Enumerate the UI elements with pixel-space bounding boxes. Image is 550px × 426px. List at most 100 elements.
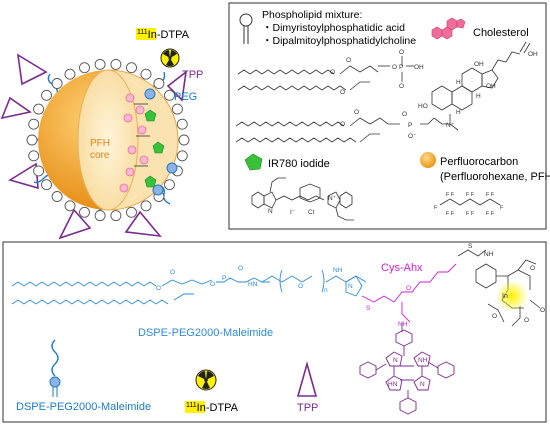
svg-text:N: N [393,357,398,364]
svg-text:P: P [399,64,403,71]
svg-text:F F: F F [446,211,455,217]
svg-text:O: O [340,89,345,96]
svg-text:OH: OH [474,61,484,68]
pfc-droplet-icon [420,152,436,168]
lipid-head [178,134,190,146]
svg-text:O: O [330,69,335,76]
svg-text:O: O [406,285,411,292]
tpp-triangle [16,53,48,86]
phospholipid-item-1: ・Dimyristoylphosphatidic acid [262,22,405,34]
lipid-head [41,179,52,191]
indium-glow [496,280,528,312]
pfh-structure: FF FF F F FF FF F F FF [434,192,504,217]
svg-text:NH: NH [484,251,494,258]
lipid-head [164,89,175,101]
svg-text:O: O [492,313,497,320]
svg-text:F: F [500,205,504,211]
tracer-superscript: 111 [137,29,148,36]
svg-text:OH: OH [528,51,538,58]
lipid-head [28,150,40,162]
tracer-element: In [148,29,157,41]
tpp-porphyrin [359,322,455,415]
lipid-head [176,118,188,130]
lipid-head [28,118,40,130]
lipid-head [153,78,165,89]
svg-text:N⁺: N⁺ [328,195,337,202]
lipid-head [51,191,63,202]
lipid-icon [239,13,253,44]
dmpa-atoms: OOO POO OHO [330,49,424,96]
svg-text:O: O [392,64,397,71]
svg-text:O: O [399,49,404,56]
lipid-head [110,58,122,70]
cys-ahx-linker [361,263,457,323]
svg-text:HO: HO [418,103,428,110]
cholesterol-label: Cholesterol [473,27,529,39]
svg-text:O: O [156,285,161,292]
svg-text:O: O [399,83,404,90]
svg-text:HN: HN [388,381,398,388]
legend-tracer-element: In [197,402,206,414]
svg-text:O: O [530,265,535,272]
lipid-head [140,68,152,80]
nanoparticle: PFH core PEG TPP 111In-DTPA [0,28,203,240]
core-label-line1: PFH [90,138,110,149]
pfh-core [77,69,139,211]
ir780-label: IR780 iodide [268,158,330,170]
svg-text:O: O [540,307,545,314]
tpp-label: TPP [182,69,203,81]
dspe-peg-structure [11,269,367,305]
phospholipid-item-2: ・Dipalmitoylphosphatidylcholine [262,35,416,47]
legend-tracer-name: -DTPA [206,402,239,414]
svg-text:O⁻: O⁻ [408,133,417,140]
legend-peg-label: DSPE-PEG2000-Maleimide [16,401,151,413]
svg-text:H: H [456,109,461,116]
pfc-label-line1: Perfluorocarbon [440,156,518,168]
svg-text:OH: OH [414,64,424,71]
svg-text:F F: F F [466,192,475,198]
svg-text:N: N [348,283,353,290]
svg-text:O: O [402,111,407,118]
svg-text:O: O [298,283,303,290]
dtpa-atoms: In NH S O O O O [468,243,545,324]
lipid-head [64,68,76,80]
lipid-head [64,200,76,212]
lipid-head [176,150,188,162]
svg-text:NH: NH [418,357,428,364]
svg-text:O: O [170,269,175,276]
svg-text:NH: NH [398,321,408,328]
svg-text:F: F [434,205,438,211]
lipid-head [26,134,38,146]
tpp-triangle [166,70,188,102]
svg-text:111In-DTPA: 111In-DTPA [186,402,239,414]
svg-text:H: H [456,79,461,86]
tpp-triangle [124,210,162,238]
svg-text:P: P [222,275,226,282]
svg-text:NH: NH [333,267,343,274]
triangle-icon [296,361,318,397]
linker-label: Cys-Ahx [381,262,423,274]
svg-text:HN: HN [248,281,258,288]
cutface-components [119,93,165,193]
tracer-highlight [136,28,156,40]
svg-text:O: O [238,265,243,272]
conjugate-polymer-label: DSPE-PEG2000-Maleimide [138,327,273,339]
lipid-head [79,206,90,218]
svg-text:OH: OH [486,83,496,90]
dspe-peg-atoms: O O O P O HN O n NH N [156,265,353,294]
peg-label: PEG [174,91,197,103]
lipid-head [79,62,90,74]
legend-tpp-label: TPP [297,402,318,414]
svg-text:O: O [346,57,351,64]
tracer-name: -DTPA [157,29,190,41]
ir780-icon [244,153,263,171]
tpp-triangle [8,162,39,190]
components-panel: Phospholipid mixture: ・Dimyristoylphosph… [228,2,550,230]
svg-text:F F: F F [446,192,455,198]
svg-text:P: P [408,122,412,129]
peg-anchors [144,88,178,196]
svg-text:H: H [476,93,481,100]
pfc-label-line2: (Perfluorohexane, PFH) [440,171,550,183]
core-label-line2: core [90,150,110,161]
